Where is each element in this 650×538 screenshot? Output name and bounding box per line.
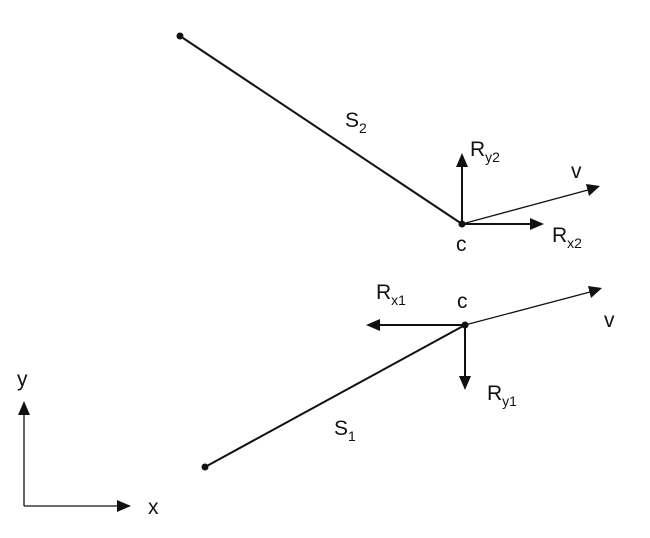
label-s1: S1 xyxy=(334,417,356,444)
member-s2-end-point xyxy=(176,32,184,40)
label-rx2: Rx2 xyxy=(552,224,582,251)
label-c-lower: c xyxy=(457,290,468,313)
velocity-upper-shaft xyxy=(461,189,589,225)
velocity-upper-arrowhead xyxy=(586,184,600,196)
rx1-arrowhead xyxy=(366,319,380,331)
velocity-lower-shaft xyxy=(464,291,591,326)
member-s1 xyxy=(204,324,466,468)
label-s2: S2 xyxy=(345,109,367,136)
label-x-axis: x xyxy=(148,496,159,519)
label-v-lower: v xyxy=(604,309,615,332)
member-s2 xyxy=(179,35,463,225)
label-ry2: Ry2 xyxy=(470,138,500,165)
ry1-arrowhead xyxy=(459,376,471,390)
label-y-axis: y xyxy=(17,368,28,391)
ry2-arrowhead xyxy=(456,153,468,167)
rx2-arrowhead xyxy=(530,218,544,230)
y-axis-arrowhead xyxy=(18,401,30,415)
label-rx1: Rx1 xyxy=(376,281,406,308)
label-ry1: Ry1 xyxy=(487,382,517,409)
velocity-lower-arrowhead xyxy=(588,286,602,298)
label-v-upper: v xyxy=(571,160,582,183)
label-c-upper: c xyxy=(456,233,467,256)
member-s1-end-point xyxy=(201,463,209,471)
x-axis-arrowhead xyxy=(117,500,131,512)
